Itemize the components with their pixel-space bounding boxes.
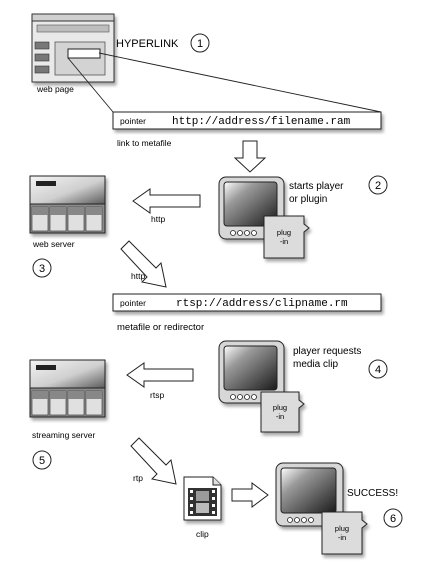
diagonal-arrow-http-icon — [120, 240, 167, 288]
arrow-rtp-down-label: rtp — [133, 473, 143, 483]
plugin-1-line1: plug — [277, 228, 291, 237]
web-server-caption: web server — [32, 239, 75, 249]
web-page-icon — [31, 13, 115, 83]
step-6-circle — [383, 508, 403, 528]
player-2-icon — [218, 340, 285, 404]
plugin-3-line1: plug — [335, 524, 349, 533]
left-arrow-http-icon — [132, 188, 201, 214]
player-1-caption-line1: starts player — [289, 181, 344, 192]
step-3-circle — [32, 258, 52, 278]
web-page-caption: web page — [36, 84, 74, 94]
plugin-3-line2: -in — [338, 533, 346, 542]
link-line-left — [67, 57, 114, 113]
step-6-number: 6 — [390, 513, 396, 525]
pointer-box-2 — [112, 293, 382, 312]
left-arrow-rtsp-icon — [126, 362, 194, 388]
web-server-icon — [29, 175, 106, 234]
down-arrow-icon — [233, 140, 267, 173]
plugin-1-icon — [263, 215, 310, 259]
pointer-2-caption: metafile or redirector — [117, 322, 204, 333]
plugin-2-icon — [260, 391, 305, 433]
clip-film-icon — [183, 476, 222, 521]
streaming-server-caption: streaming server — [32, 430, 95, 440]
player-3-icon — [275, 462, 344, 527]
pointer-1-url: http://address/filename.ram — [172, 116, 351, 128]
player-3-caption: SUCCESS! — [347, 488, 398, 499]
step-5-circle — [32, 450, 52, 470]
step-5-number: 5 — [39, 455, 45, 467]
plugin-3-icon — [321, 511, 368, 555]
clip-caption: clip — [196, 529, 209, 539]
step-2-number: 2 — [375, 180, 381, 192]
pointer-1-caption: link to metafile — [117, 138, 172, 148]
diagonal-arrow-rtp-icon — [130, 437, 177, 485]
hyperlink-label: HYPERLINK — [116, 38, 179, 50]
pointer-box-1 — [112, 111, 382, 130]
streaming-server-icon — [29, 359, 106, 418]
player-2-caption-line2: media clip — [293, 359, 338, 370]
step-4-number: 4 — [375, 364, 381, 376]
plugin-2-line2: -in — [276, 412, 284, 421]
step-1-circle — [190, 33, 210, 53]
pointer-2-prefix: pointer — [120, 298, 146, 308]
plugin-1-line2: -in — [280, 237, 288, 246]
arrow-http-down-label: http — [131, 271, 145, 281]
right-arrow-icon — [231, 482, 269, 508]
pointer-1-prefix: pointer — [120, 116, 146, 126]
step-2-circle — [368, 175, 388, 195]
player-1-caption-line2: or plugin — [289, 194, 327, 205]
player-2-caption-line1: player requests — [293, 346, 361, 357]
arrow-rtsp-left-label: rtsp — [150, 390, 164, 400]
pointer-2-url: rtsp://address/clipname.rm — [176, 298, 348, 310]
step-1-number: 1 — [197, 38, 203, 50]
arrow-http-left-label: http — [151, 214, 165, 224]
step-3-number: 3 — [39, 263, 45, 275]
step-4-circle — [368, 359, 388, 379]
link-line-right — [98, 52, 382, 113]
plugin-2-line1: plug — [273, 403, 287, 412]
